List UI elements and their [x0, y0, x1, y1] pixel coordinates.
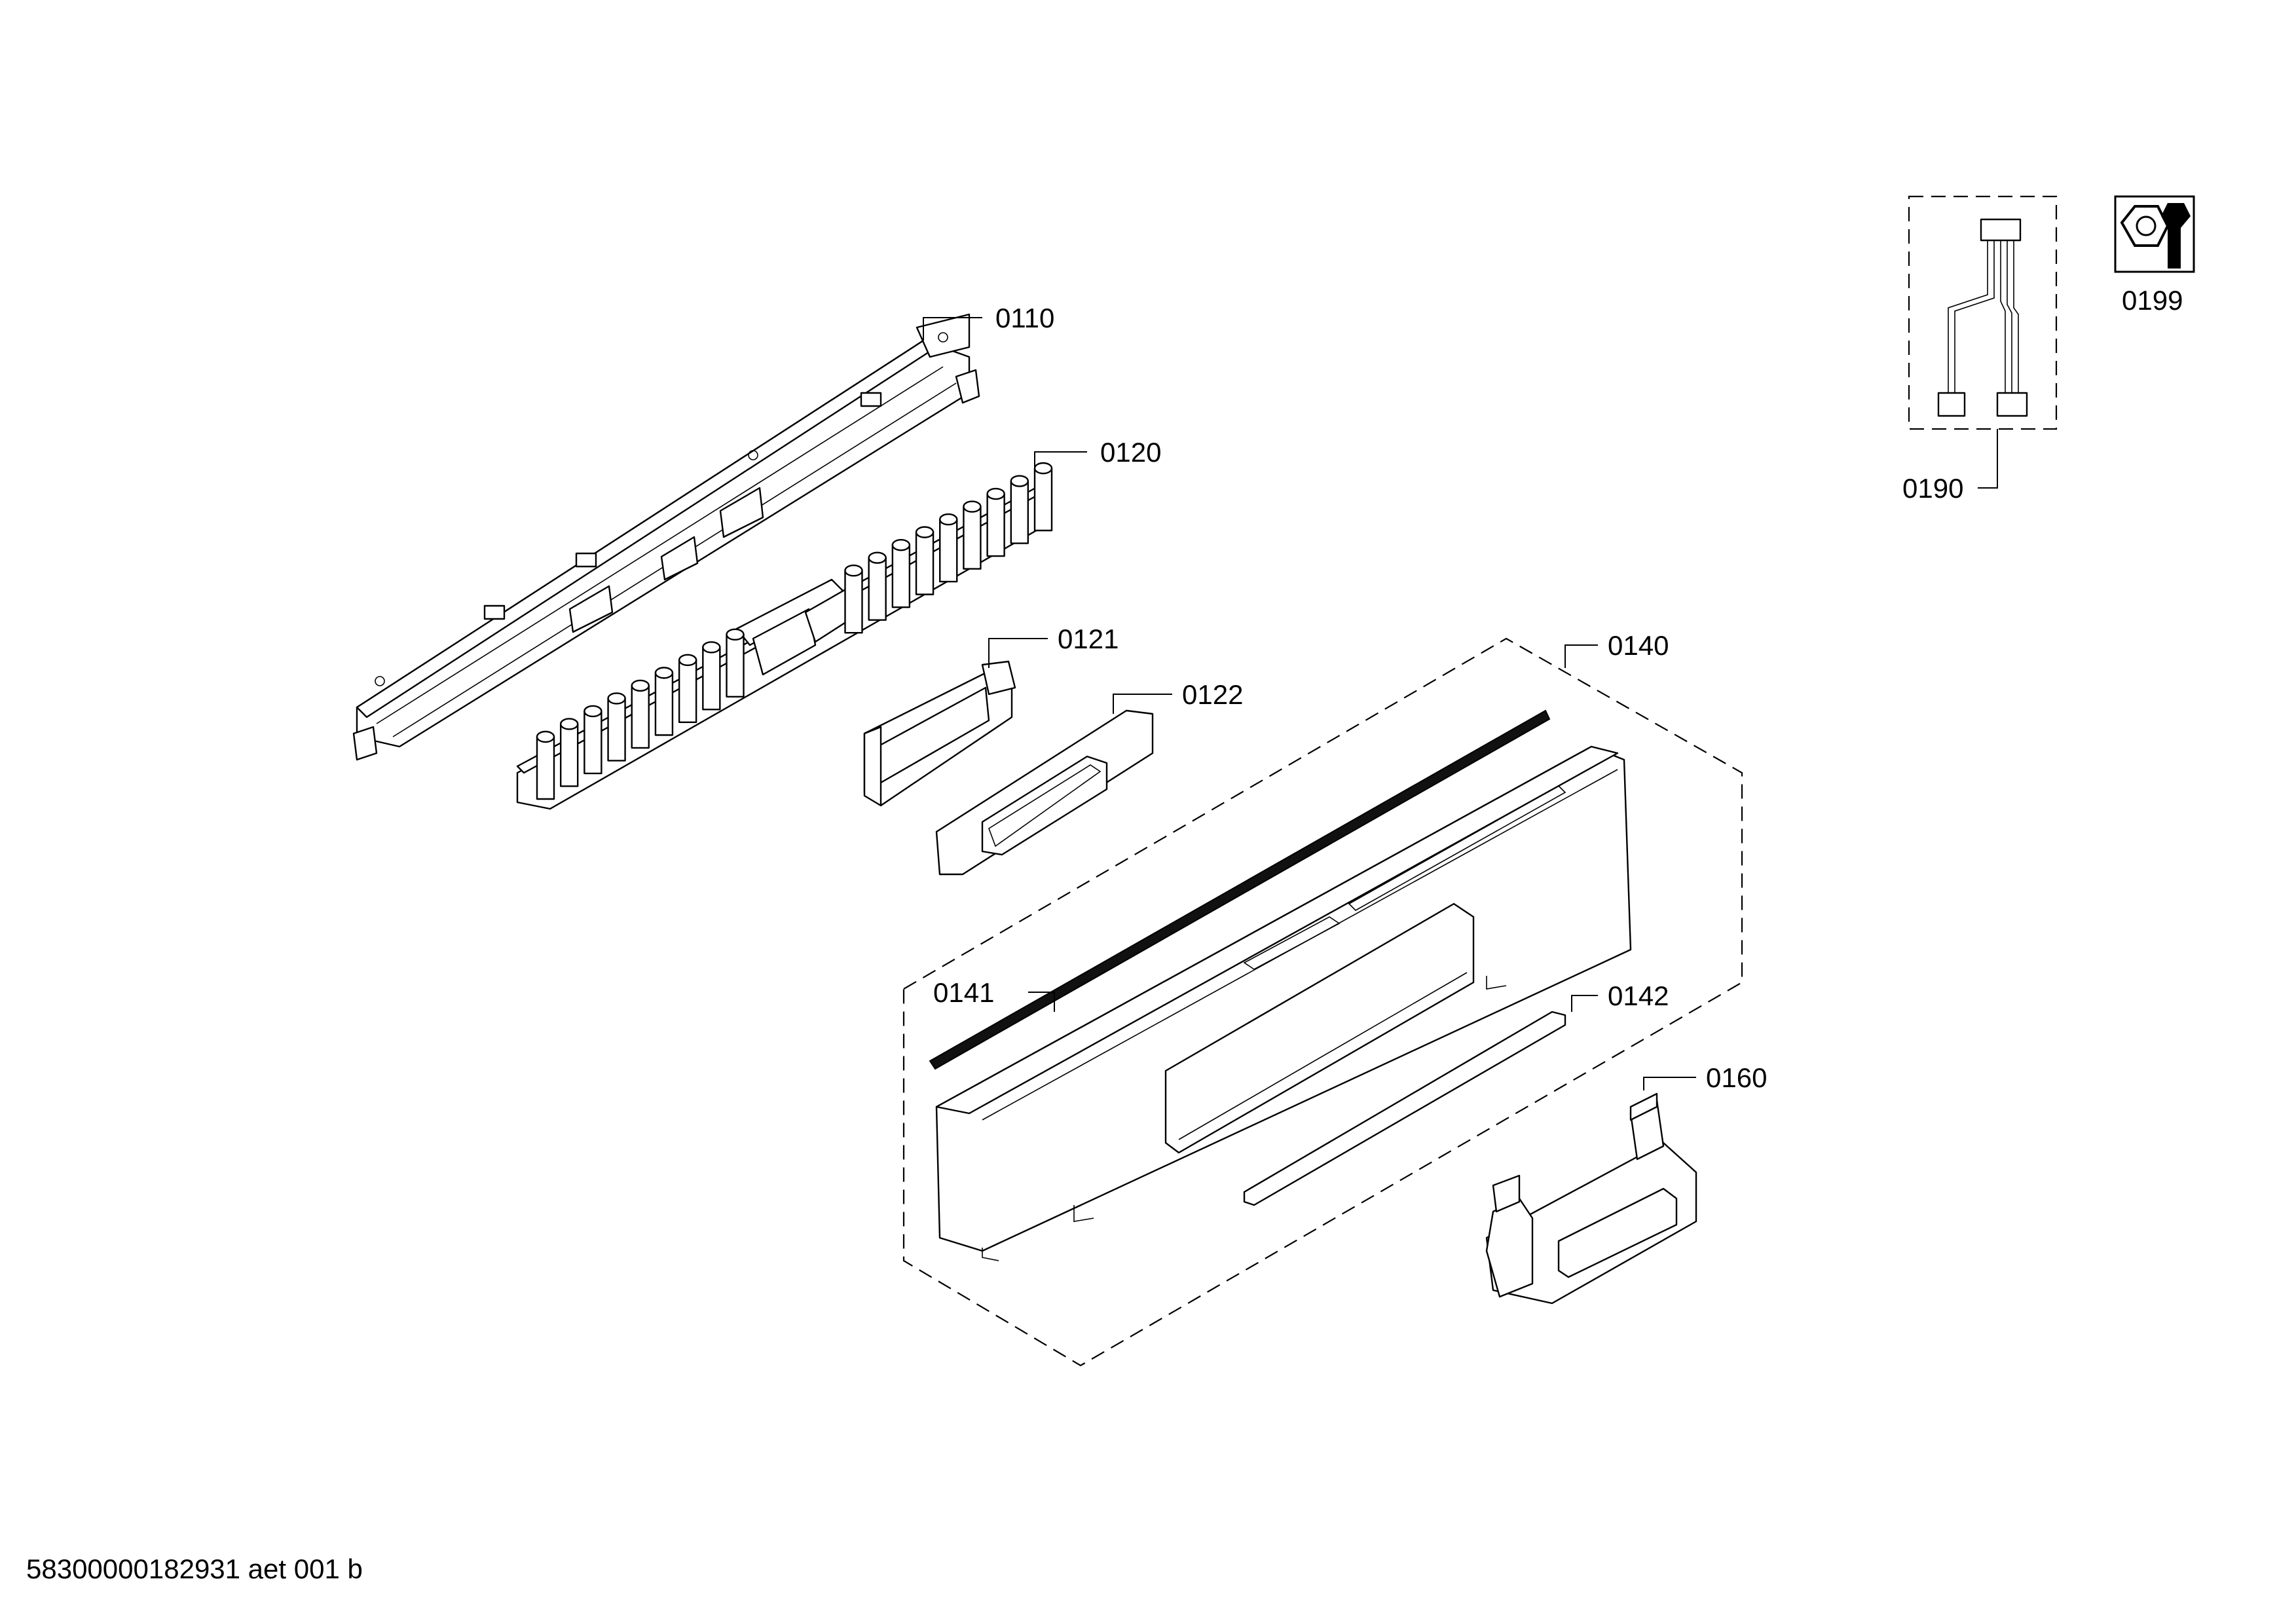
control-key-cap — [986, 487, 1005, 500]
control-key-cap — [559, 718, 579, 730]
callout-leader-lines — [923, 317, 1998, 1090]
control-key — [939, 518, 958, 583]
control-key-cap — [891, 538, 911, 551]
document-id-footer: 58300000182931 aet 001 b — [26, 1553, 363, 1584]
callout-0121[interactable]: 0121 — [1058, 623, 1119, 654]
control-key — [963, 506, 982, 570]
control-key-cap — [915, 526, 935, 538]
callout-0140[interactable]: 0140 — [1608, 630, 1669, 661]
part-0122-display-window[interactable] — [935, 709, 1154, 876]
control-key — [536, 735, 555, 800]
control-key — [1033, 467, 1053, 532]
callout-0199[interactable]: 0199 — [2122, 285, 2183, 316]
control-key — [1010, 480, 1029, 544]
callout-0190[interactable]: 0190 — [1902, 473, 1964, 504]
control-key-cap — [868, 551, 887, 564]
part-0140-group-outline — [902, 637, 1743, 1367]
part-0141-seal-strip[interactable] — [929, 709, 1551, 1070]
control-key — [631, 684, 650, 749]
control-key — [915, 531, 935, 595]
control-key — [559, 723, 579, 787]
control-key — [844, 569, 863, 634]
control-key-cap — [654, 667, 674, 679]
control-key-cap — [631, 679, 650, 692]
callout-0122[interactable]: 0122 — [1182, 679, 1244, 710]
control-key — [726, 633, 745, 698]
part-0110-rail-bracket[interactable] — [352, 313, 980, 761]
part-0160-mounting-bracket[interactable] — [1485, 1092, 1697, 1305]
control-key-cap — [583, 705, 602, 718]
part-0121-display-module[interactable] — [863, 660, 1016, 807]
control-key-cap — [536, 730, 555, 743]
control-key — [891, 544, 911, 608]
control-key — [607, 697, 626, 762]
control-key-cap — [702, 641, 721, 654]
control-key — [583, 710, 602, 775]
part-0190-cable-harness[interactable] — [1937, 218, 2028, 417]
control-module-keys — [536, 462, 1053, 800]
control-key-cap — [678, 654, 697, 667]
control-key-cap — [963, 500, 982, 513]
callout-0142[interactable]: 0142 — [1608, 980, 1669, 1011]
control-key-cap — [844, 564, 863, 577]
control-key — [654, 672, 674, 736]
control-key — [702, 646, 721, 711]
part-0190-group-outline — [1908, 195, 2058, 430]
nut-and-wrench-icon — [2114, 195, 2195, 273]
control-key — [868, 557, 887, 621]
control-key-cap — [1033, 462, 1053, 475]
callout-0110[interactable]: 0110 — [995, 303, 1055, 333]
control-key-cap — [607, 692, 626, 705]
control-key — [678, 659, 697, 724]
control-key-cap — [939, 513, 958, 526]
callout-0141[interactable]: 0141 — [933, 977, 995, 1008]
callout-0120[interactable]: 0120 — [1100, 437, 1162, 468]
control-key — [986, 493, 1005, 557]
part-0140-control-panel[interactable] — [935, 745, 1632, 1261]
callout-0160[interactable]: 0160 — [1706, 1062, 1768, 1093]
control-key-cap — [1010, 475, 1029, 487]
control-key-cap — [726, 628, 745, 641]
part-0142-trim-strip[interactable] — [1243, 1011, 1566, 1206]
